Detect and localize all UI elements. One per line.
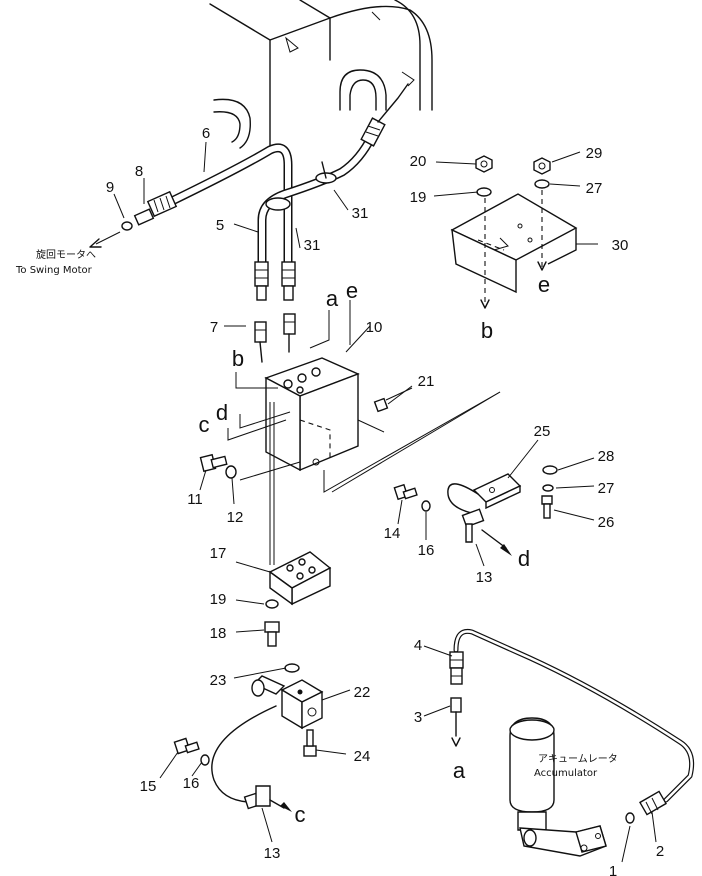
captions: 旋回モータへ To Swing Motor アキュームレータ Accumulat…	[15, 248, 618, 779]
letter-lead-lines	[227, 300, 351, 441]
letter-d-right: d	[518, 546, 530, 571]
sensor-25	[331, 391, 522, 515]
leader-lines	[89, 141, 657, 863]
callout-13-right: 13	[476, 569, 493, 586]
callout-12: 12	[227, 509, 244, 526]
callout-31-right: 31	[352, 205, 369, 222]
bolt-18	[264, 599, 280, 647]
callout-31-left: 31	[304, 237, 321, 254]
bolt-11	[199, 453, 237, 479]
solenoid-valve-22	[211, 663, 324, 803]
caption-swing-jp: 旋回モータへ	[36, 248, 96, 261]
callout-17: 17	[210, 545, 227, 562]
reference-letters: a e b d c b e d c a	[199, 272, 551, 827]
callout-21: 21	[418, 373, 435, 390]
callout-5: 5	[216, 217, 224, 234]
callout-23: 23	[210, 672, 227, 689]
arrow-b	[480, 299, 490, 309]
plug-21	[373, 387, 413, 413]
plate-17	[268, 551, 332, 606]
caption-accum-en: Accumulator	[534, 768, 598, 779]
callout-16-right: 16	[418, 542, 435, 559]
arrow-e	[537, 261, 547, 271]
fitting-4	[449, 651, 464, 685]
callout-20: 20	[410, 153, 427, 170]
letter-c-left: c	[199, 412, 210, 437]
callout-18: 18	[210, 625, 227, 642]
callout-10: 10	[366, 319, 383, 336]
fitting-3	[450, 697, 462, 747]
machine-frame	[209, 0, 433, 151]
letter-a-bottom: a	[453, 758, 466, 783]
callout-4: 4	[414, 637, 422, 654]
connector-13-right	[461, 508, 512, 556]
lead-lines-block	[239, 391, 501, 565]
caption-accum-jp: アキュームレータ	[538, 753, 618, 765]
callout-8: 8	[135, 163, 143, 180]
callout-9: 9	[106, 179, 114, 196]
clamp-31	[265, 161, 337, 211]
hose-6	[146, 143, 293, 267]
callout-25: 25	[534, 423, 551, 440]
fitting-8	[121, 208, 155, 231]
callout-14: 14	[384, 525, 401, 542]
pipe-4	[453, 628, 695, 803]
letter-e-top: e	[346, 278, 358, 303]
callout-13-bottom: 13	[264, 845, 281, 862]
callout-1: 1	[609, 863, 617, 876]
dashed-line-cover	[477, 239, 505, 251]
hose-5	[257, 83, 409, 267]
bolt-24	[303, 729, 317, 757]
o-ring-1	[625, 812, 635, 824]
elbow-7	[254, 313, 296, 363]
letter-b-cover: b	[481, 318, 493, 343]
fitting-2	[639, 790, 667, 816]
callout-24: 24	[354, 748, 371, 765]
caption-swing-en: To Swing Motor	[15, 265, 93, 276]
letter-d-left: d	[216, 400, 228, 425]
callout-26: 26	[598, 514, 615, 531]
nut-20	[475, 155, 493, 197]
letter-a-top: a	[326, 286, 339, 311]
callout-28: 28	[598, 448, 615, 465]
callout-19-top: 19	[410, 189, 427, 206]
callout-11: 11	[187, 491, 203, 508]
accumulator	[509, 717, 607, 857]
nut-29	[533, 157, 551, 189]
bolt-15	[173, 737, 210, 766]
hose-end-fittings	[254, 261, 296, 301]
letter-b-left: b	[232, 346, 244, 371]
callout-27-right: 27	[598, 480, 615, 497]
bolt-14	[393, 483, 431, 512]
letter-c-bottom: c	[295, 802, 306, 827]
bolt-26	[541, 465, 558, 519]
callout-16-bottom: 16	[183, 775, 200, 792]
connector-13-bottom	[243, 785, 292, 812]
valve-block-10	[264, 357, 360, 472]
callout-numbers: 1 2 3 4 5 6 7 8 9 10 11 12 13 13 14 15 1…	[106, 125, 664, 876]
callout-15: 15	[140, 778, 157, 795]
callout-29: 29	[586, 145, 603, 162]
callout-6: 6	[202, 125, 210, 142]
callout-2: 2	[656, 843, 664, 860]
callout-27-top: 27	[586, 180, 603, 197]
callout-30: 30	[612, 237, 629, 254]
callout-3: 3	[414, 709, 422, 726]
callout-19-left: 19	[210, 591, 227, 608]
cover-30	[450, 193, 578, 294]
callout-22: 22	[354, 684, 371, 701]
letter-e-cover: e	[538, 272, 550, 297]
callout-7: 7	[210, 319, 218, 336]
